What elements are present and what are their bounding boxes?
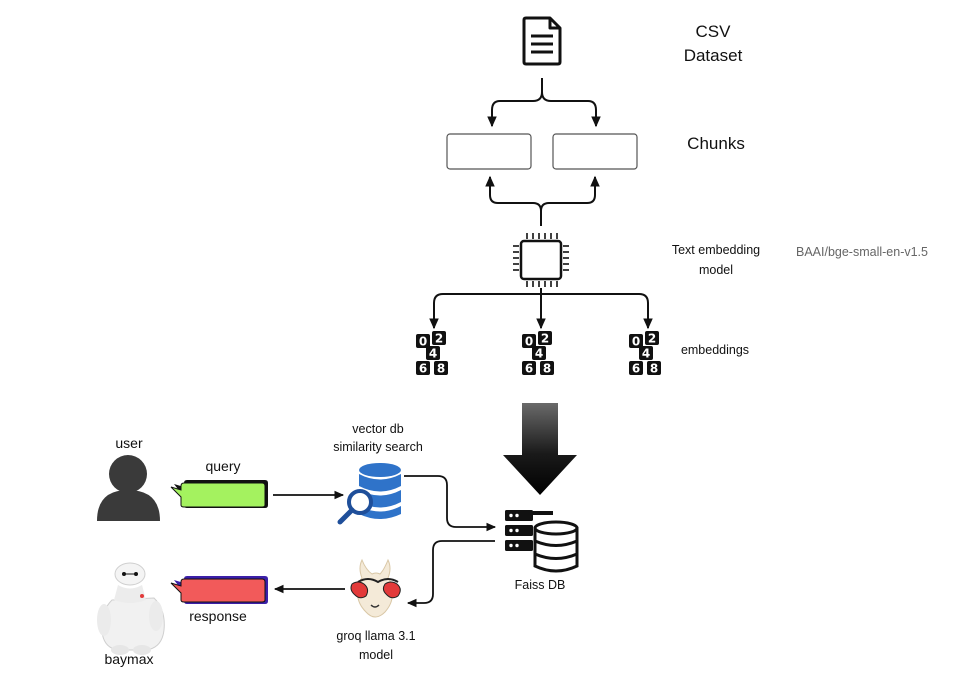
embedding-digit-tile: 8 — [434, 361, 448, 376]
chunk-box-right — [552, 133, 638, 170]
embedding-model-name: BAAI/bge-small-en-v1.5 — [795, 245, 928, 259]
embedding-digit-tile: 8 — [540, 361, 554, 376]
dataset-label-line1: CSV — [695, 22, 731, 41]
faiss-db-icon — [505, 510, 579, 573]
llm-label: groq llama 3.1 model — [318, 627, 434, 665]
user-icon — [97, 455, 160, 521]
embedding-model-label-line1: Text embedding — [671, 243, 761, 257]
database-search-icon — [337, 463, 401, 525]
big-down-arrow — [503, 403, 577, 495]
chunks-label: Chunks — [687, 134, 745, 153]
baymax-label: baymax — [104, 651, 154, 667]
user-label: user — [115, 435, 143, 451]
embedding-digit-tile: 0 — [416, 334, 430, 349]
dataset-label: CSV Dataset — [670, 20, 756, 68]
llama-icon — [350, 558, 401, 618]
embedding-digit-tile: 2 — [645, 331, 659, 346]
chip-to-chunks-arrows — [485, 175, 600, 226]
vector-db-label: vector db similarity search — [318, 420, 438, 456]
chunk-box-left — [446, 133, 532, 170]
response-bubble — [170, 576, 268, 604]
embedding-digit: 8 — [437, 362, 445, 376]
embedding-digit: 2 — [648, 332, 656, 346]
embedding-digit: 0 — [419, 335, 427, 349]
embedding-digit-tile: 6 — [629, 361, 643, 376]
embedding-digit: 4 — [642, 347, 650, 361]
embedding-digit-tile: 8 — [647, 361, 661, 376]
dataset-label-line2: Dataset — [683, 46, 743, 65]
embedding-digit-tile: 6 — [522, 361, 536, 376]
vector-db-label-line2: similarity search — [333, 440, 423, 454]
chip-icon — [513, 233, 569, 287]
embedding-model-label: Text embedding model — [660, 240, 772, 280]
faiss-label: Faiss DB — [514, 578, 566, 592]
faiss-to-llm-arrow — [406, 540, 495, 608]
split-to-chunks-arrows — [487, 78, 601, 128]
query-bubble — [170, 480, 268, 508]
embedding-digit: 6 — [419, 362, 427, 376]
chip-to-embeddings-arrows — [429, 288, 653, 330]
llm-label-line1: groq llama 3.1 — [336, 629, 416, 643]
baymax-icon — [97, 562, 165, 655]
document-icon — [522, 16, 562, 66]
embedding-digit: 2 — [541, 332, 549, 346]
query-label: query — [205, 458, 241, 474]
vectordb-to-faiss-arrow — [404, 475, 497, 532]
embedding-digit: 6 — [632, 362, 640, 376]
response-label: response — [189, 608, 247, 624]
embedding-digit-tile: 2 — [432, 331, 446, 346]
embeddings-label: embeddings — [680, 343, 750, 357]
vector-db-label-line1: vector db — [352, 422, 404, 436]
embedding-digit: 2 — [435, 332, 443, 346]
llm-label-line2: model — [358, 648, 394, 662]
embedding-digit: 4 — [535, 347, 543, 361]
embedding-digit-tile: 0 — [629, 334, 643, 349]
embedding-digit: 4 — [429, 347, 437, 361]
embedding-digit: 6 — [525, 362, 533, 376]
embedding-digit: 0 — [632, 335, 640, 349]
embedding-digit: 8 — [543, 362, 551, 376]
embedding-digit-tile: 4 — [532, 346, 546, 361]
embedding-digit: 8 — [650, 362, 658, 376]
embedding-model-label-line2: model — [698, 263, 734, 277]
embedding-digit-tile: 4 — [426, 346, 440, 361]
embedding-digit: 0 — [525, 335, 533, 349]
embedding-digit-tile: 2 — [538, 331, 552, 346]
embedding-digit-tile: 0 — [522, 334, 536, 349]
embedding-digit-tile: 4 — [639, 346, 653, 361]
embedding-digit-tile: 6 — [416, 361, 430, 376]
